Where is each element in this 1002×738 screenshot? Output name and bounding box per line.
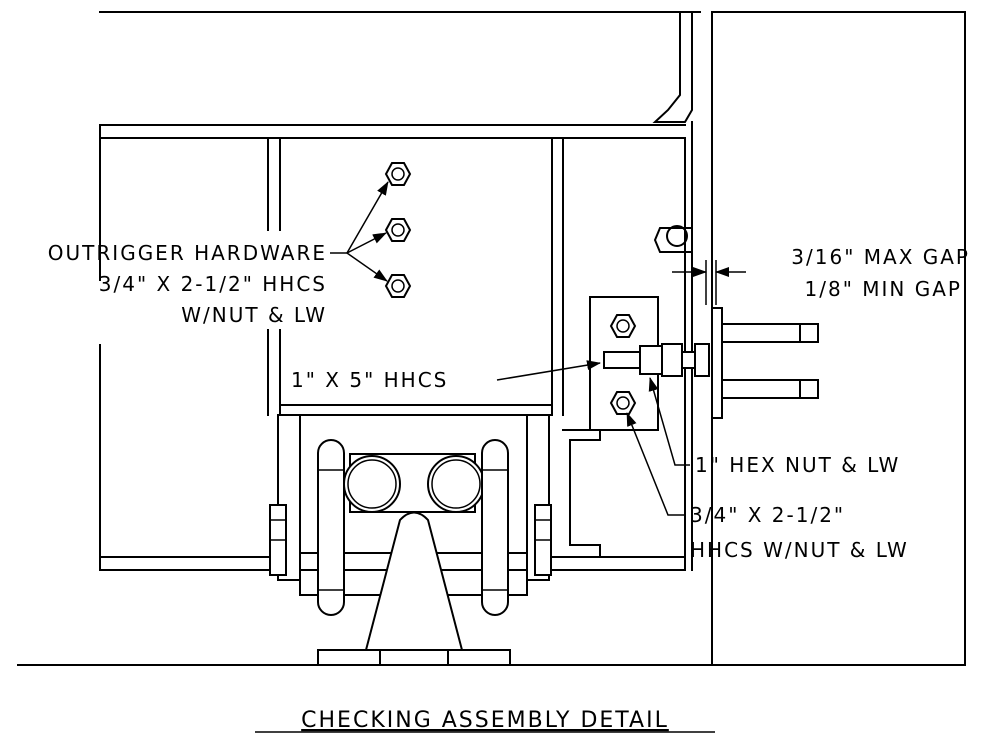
min-gap-label: 1/8" MIN GAP <box>805 277 962 301</box>
max-gap-label: 3/16" MAX GAP <box>791 245 970 269</box>
hex-nut-label: 1" HEX NUT & LW <box>695 453 900 477</box>
hhcs-34-label-line2: HHCS W/NUT & LW <box>690 538 909 562</box>
bolt-1in-label: 1" X 5" HHCS <box>291 368 448 392</box>
outrigger-label-line2: 3/4" X 2-1/2" HHCS <box>99 272 327 296</box>
outrigger-bolts <box>384 162 412 298</box>
labels: OUTRIGGER HARDWARE 3/4" X 2-1/2" HHCS W/… <box>48 241 970 733</box>
outrigger-label-line1: OUTRIGGER HARDWARE <box>48 241 327 265</box>
drawing-title: CHECKING ASSEMBLY DETAIL <box>301 708 669 733</box>
trolley-assembly <box>269 414 552 666</box>
hhcs-34-label-line1: 3/4" X 2-1/2" <box>690 503 845 527</box>
callout-leaders <box>330 181 746 516</box>
outrigger-label-line3: W/NUT & LW <box>181 303 327 327</box>
checking-block <box>589 296 710 431</box>
bumper-plate <box>711 307 819 419</box>
